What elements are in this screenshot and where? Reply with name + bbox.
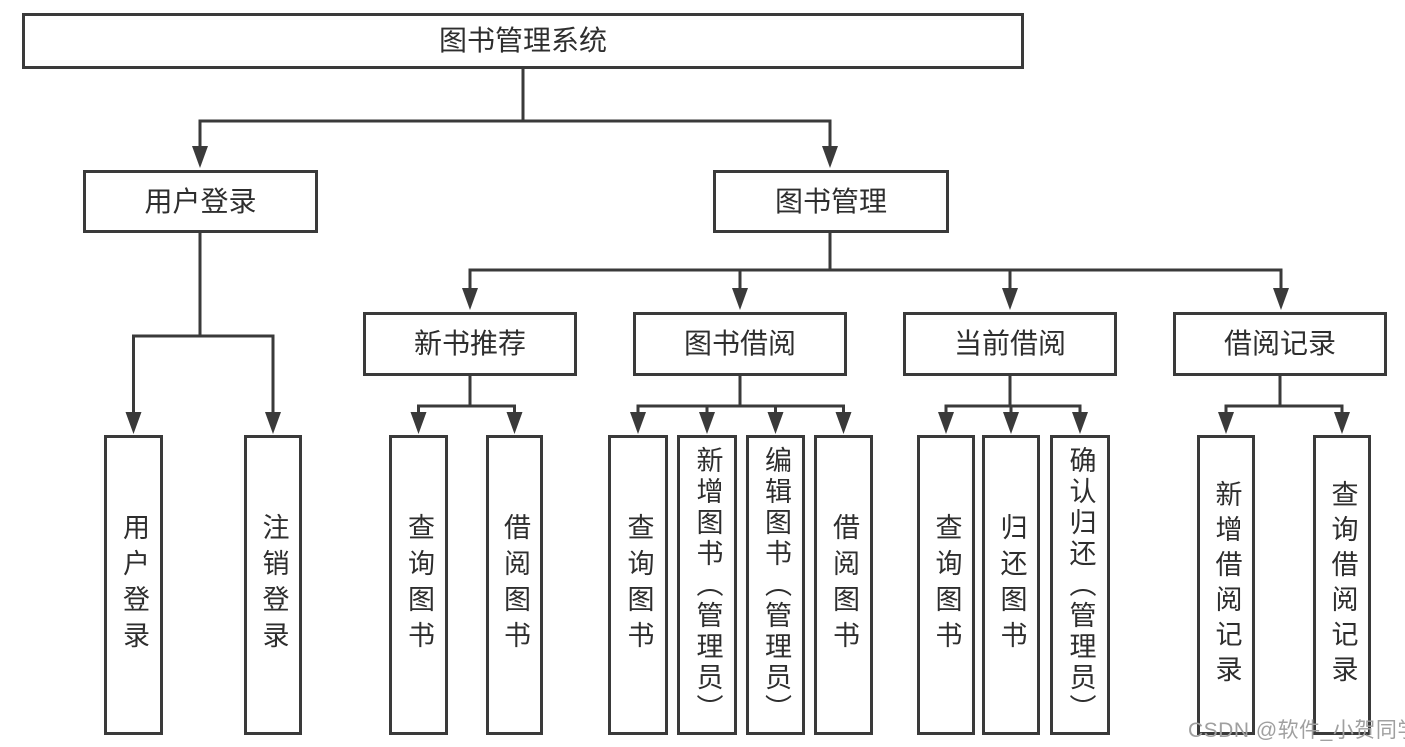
leaf-edit-book-admin: 编辑图书（管理员） xyxy=(746,435,805,735)
node-new-book-recommend: 新书推荐 xyxy=(363,312,577,376)
leaf-query-books-borrow: 查询图书 xyxy=(608,435,668,735)
leaf-query-books-current: 查询图书 xyxy=(917,435,975,735)
leaf-user-login: 用户登录 xyxy=(104,435,163,735)
node-root: 图书管理系统 xyxy=(22,13,1024,69)
leaf-add-book-admin: 新增图书（管理员） xyxy=(677,435,737,735)
leaf-borrow-books-recommend: 借阅图书 xyxy=(486,435,543,735)
arrowheads xyxy=(125,146,1350,434)
node-user-login: 用户登录 xyxy=(83,170,318,233)
leaf-query-books-recommend: 查询图书 xyxy=(389,435,448,735)
leaf-add-borrow-record: 新增借阅记录 xyxy=(1197,435,1255,735)
leaf-return-book: 归还图书 xyxy=(982,435,1040,735)
node-current-borrow: 当前借阅 xyxy=(903,312,1117,376)
node-borrow-records: 借阅记录 xyxy=(1173,312,1387,376)
leaf-borrow-books: 借阅图书 xyxy=(814,435,873,735)
node-book-management: 图书管理 xyxy=(713,170,949,233)
leaf-query-borrow-record: 查询借阅记录 xyxy=(1313,435,1371,735)
node-book-borrow: 图书借阅 xyxy=(633,312,847,376)
leaf-confirm-return-admin: 确认归还（管理员） xyxy=(1050,435,1110,735)
csdn-watermark: CSDN @软件_小贺同学 xyxy=(1188,719,1405,742)
leaf-logout: 注销登录 xyxy=(244,435,302,735)
